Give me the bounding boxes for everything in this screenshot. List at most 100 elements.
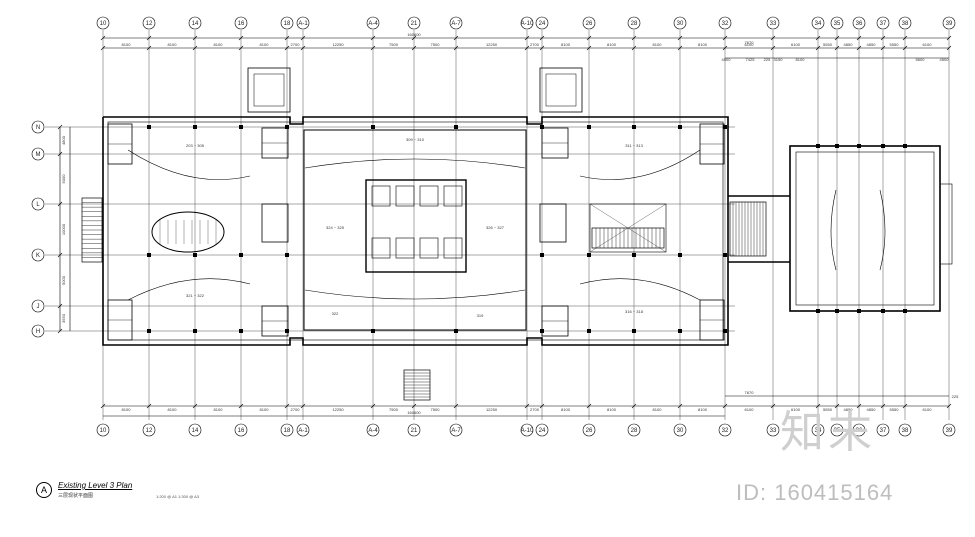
dimension-text-bottom: 8100 [607, 407, 617, 412]
dimension-text-bottom: 5550 [890, 407, 900, 412]
grid-bubble-top [296, 16, 310, 30]
dimension-tick-bottom [880, 403, 886, 409]
structural-column [632, 253, 636, 257]
structural-column [540, 253, 544, 257]
dimension-tick-bottom [453, 403, 459, 409]
dimension-tick-top [100, 35, 106, 41]
structural-columns [147, 125, 907, 333]
structural-column [239, 125, 243, 129]
room-label: 322 [332, 311, 339, 316]
structural-column [239, 253, 243, 257]
dimension-tick-top [815, 45, 821, 51]
dimension-tick-bottom [815, 403, 821, 409]
east-hall-wall [789, 145, 941, 312]
dimension-text-top: 12250 [332, 42, 344, 47]
grid-label-left: H [36, 329, 40, 335]
grid-bubble-top [582, 16, 596, 30]
atrium-box [589, 203, 667, 253]
dimension-text-top-overall: 160600 [407, 32, 421, 37]
core-lift-shaft [371, 237, 391, 259]
dimension-tick-top [770, 45, 776, 51]
drawing-subtitle: 三层现状平面图 [58, 493, 94, 499]
dimension-text-top: 8100 [607, 42, 617, 47]
dimension-tick-bottom [834, 403, 840, 409]
grid-bubble-bottom [582, 423, 596, 437]
core-wall [365, 179, 467, 273]
grid-bubble-top [520, 16, 534, 30]
grid-bubble-top [449, 16, 463, 30]
dimension-text-bottom: 6100 [791, 407, 801, 412]
structural-column [587, 253, 591, 257]
dimension-text-bottom: 8100 [561, 407, 571, 412]
structural-column [371, 125, 375, 129]
grid-bubble-bottom [142, 423, 156, 437]
structural-column [723, 253, 727, 257]
drawing-title: Existing Level 3 Plan [58, 481, 133, 490]
dimension-text-left: 4800 [61, 135, 66, 145]
dimension-text-top: 2700 [291, 42, 301, 47]
grid-bubble-top [627, 16, 641, 30]
dimension-text-bottom: 7500 [389, 407, 399, 412]
grid-bubble-bottom [520, 423, 534, 437]
dimension-tick-top [539, 45, 545, 51]
grid-label-bottom: 28 [631, 428, 638, 434]
grid-bubble-top [766, 16, 780, 30]
grid-bubble-left [31, 248, 45, 262]
grid-bubble-top [673, 16, 687, 30]
grid-label-left: J [37, 304, 40, 310]
dimension-text-top: 8100 [122, 42, 132, 47]
dimension-text-bottom: 12250 [486, 407, 498, 412]
grid-label-top: 38 [902, 21, 909, 27]
structural-column [147, 253, 151, 257]
dimension-tick-bottom [946, 403, 952, 409]
dimension-tick-top [946, 45, 952, 51]
grid-label-top: A-10 [521, 21, 534, 27]
grid-bubble-bottom [876, 423, 890, 437]
dimension-text-bottom: 2700 [530, 407, 540, 412]
dimension-text-top: 4850 [867, 42, 877, 47]
structural-column [857, 144, 861, 148]
dimension-tick-top [880, 35, 886, 41]
core-lift-shaft [371, 185, 391, 207]
structural-column [454, 125, 458, 129]
grid-bubble-bottom [449, 423, 463, 437]
structural-column [147, 125, 151, 129]
core-lift-shaft [443, 185, 463, 207]
dimension-tick-top [524, 35, 530, 41]
grid-bubble-top [142, 16, 156, 30]
dimension-text-left: 3550 [61, 313, 66, 323]
curved-partition [127, 149, 251, 180]
dimension-tick-bottom [770, 403, 776, 409]
grid-label-top: A-4 [368, 21, 378, 27]
outer-wall [102, 116, 729, 346]
grid-label-top: 37 [880, 21, 887, 27]
east-hall-curve [830, 189, 837, 271]
dimension-text-top: 6100 [923, 42, 933, 47]
dimension-text-top: 8100 [561, 42, 571, 47]
dimension-tick-top [834, 45, 840, 51]
grid-label-top: 32 [722, 21, 729, 27]
atrium-cross [589, 203, 667, 253]
core-lift-shaft [395, 237, 415, 259]
dimension-text-bottom-right-sub: 225 [952, 394, 959, 399]
grid-label-top: 28 [631, 21, 638, 27]
core-lift-shaft [419, 185, 439, 207]
grid-label-left: M [36, 152, 41, 158]
callout-circle: A [36, 482, 52, 498]
grid-label-top: A-7 [451, 21, 461, 27]
grid-bubble-top [407, 16, 421, 30]
core-lift-shaft [419, 237, 439, 259]
dimension-tick-bottom [284, 403, 290, 409]
grid-bubble-bottom [942, 423, 956, 437]
dimension-text-bottom-overall: 160600 [407, 410, 421, 415]
dimension-tick-bottom [722, 403, 728, 409]
dimension-text-bottom: 4850 [867, 407, 877, 412]
grid-bubble-bottom [627, 423, 641, 437]
dimension-tick-top [146, 35, 152, 41]
dimension-tick-top [946, 35, 952, 41]
dimension-tick-top [677, 45, 683, 51]
lift-lobby-east [539, 203, 567, 243]
dimension-text-top: 8100 [214, 42, 224, 47]
dimension-text-top: 5550 [823, 42, 833, 47]
